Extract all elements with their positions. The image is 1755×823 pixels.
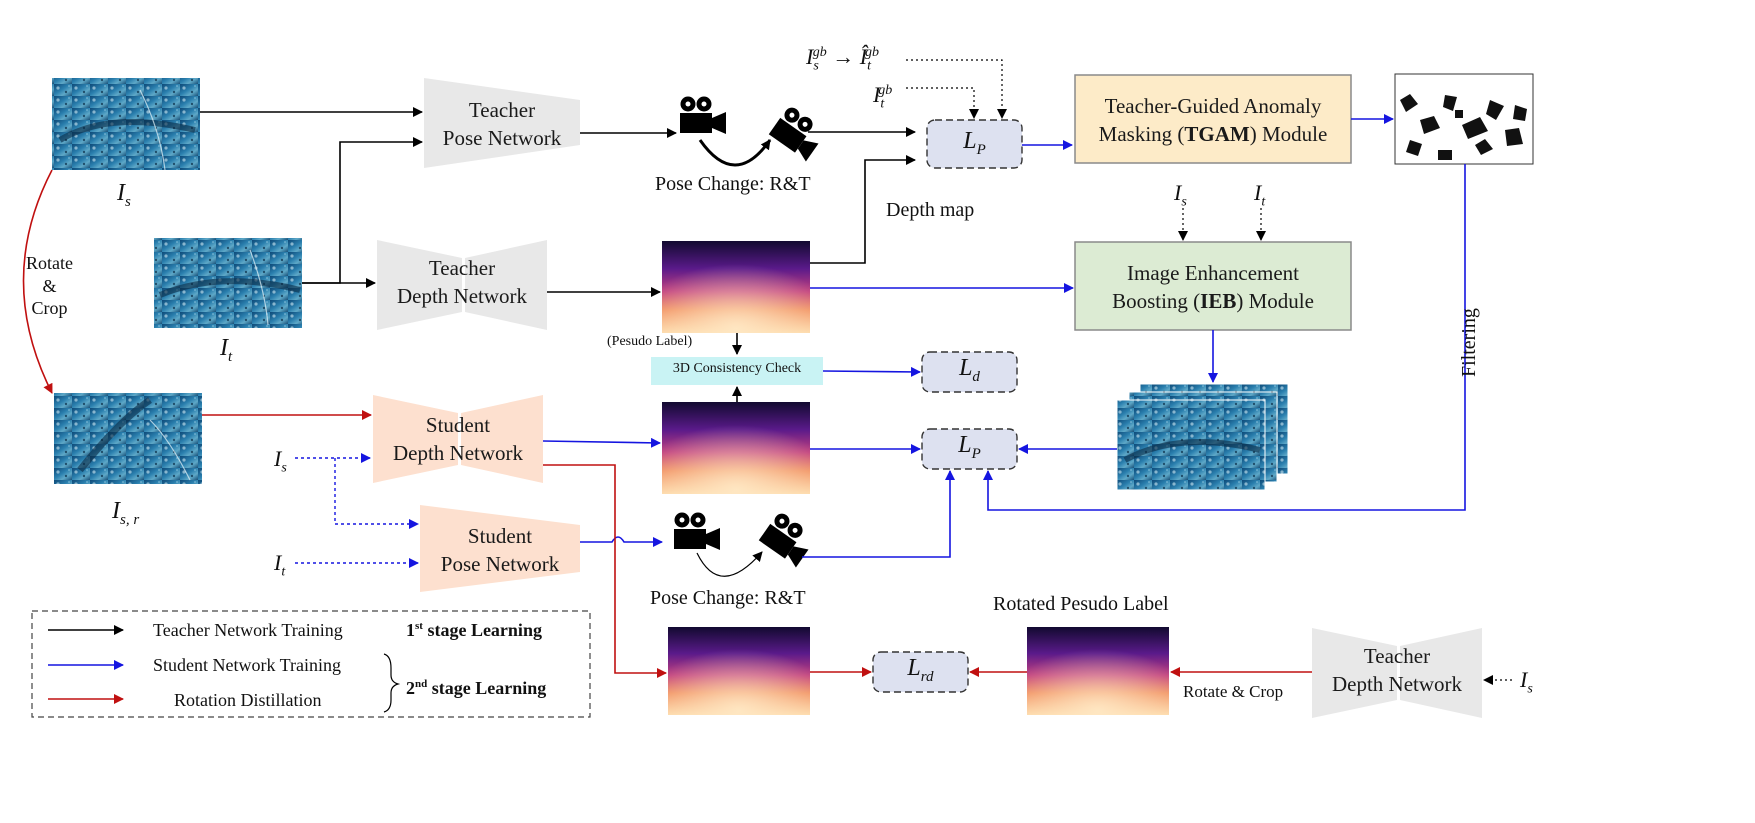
enhanced-image-stack	[1116, 383, 1289, 491]
rotated-pseudo-label: Rotated Pesudo Label	[993, 593, 1169, 615]
anomaly-mask-image	[1394, 73, 1534, 165]
filtering-label: Filtering	[1458, 308, 1480, 377]
rotate-crop-bottom-label: Rotate & Crop	[1183, 682, 1284, 701]
tgam-line2: Masking (TGAM) Module	[1098, 122, 1328, 147]
loss-d-box	[921, 351, 1018, 393]
source-image-label: Is	[117, 180, 131, 210]
rotate-crop-label: Rotate & Crop	[26, 253, 73, 318]
rotated-image-label: Is, r	[112, 498, 140, 528]
student-arrows	[542, 114, 1466, 558]
student-depth-network-shape	[373, 395, 543, 483]
ieb-line1: Image Enhancement	[1127, 261, 1299, 285]
teacher-depth-network-shape	[377, 240, 547, 330]
student-camera-rotated-icon	[758, 513, 809, 568]
teacher-pose-network-shape	[424, 78, 580, 168]
ieb-module-box	[1074, 241, 1352, 331]
gb-dotted-arrows	[906, 59, 1512, 685]
student-depth-map	[662, 402, 810, 494]
pose-change-arrow-bottom	[696, 551, 763, 577]
loss-rd-label: Lrd	[907, 655, 934, 685]
pose-change-bottom-label: Pose Change: R&T	[650, 587, 806, 609]
pseudo-label: (Pesudo Label)	[607, 334, 693, 349]
ieb-module-label: Image Enhancement Boosting (IEB) Module	[1075, 259, 1351, 316]
loss-top-box	[926, 119, 1023, 169]
target-image	[154, 238, 302, 328]
loss-top-label: LP	[963, 128, 986, 158]
loss-d-label: Ld	[959, 355, 980, 385]
student-depth-network-label: Student Depth Network	[392, 413, 524, 466]
teacher-depth-network-bottom-label: Teacher Depth Network	[1331, 644, 1463, 697]
teacher-pose-network-label: Teacher Pose Network	[442, 98, 562, 151]
student-pose-network-shape	[420, 505, 580, 592]
gb-source-label: Isgb → Îtgb	[806, 44, 879, 74]
teacher-arrows	[200, 107, 916, 402]
teacher-depth-map	[662, 241, 810, 333]
rotation-arrows	[22, 169, 1312, 678]
consistency-check-label: 3D Consistency Check	[672, 361, 802, 376]
tgam-module-label: Teacher-Guided Anomaly Masking (TGAM) Mo…	[1075, 92, 1351, 149]
target-image-label: It	[220, 335, 233, 365]
student-pose-network-label: Student Pose Network	[440, 524, 560, 577]
loss-mid-box	[921, 428, 1018, 470]
ieb-input-s-label: Is	[1174, 180, 1187, 210]
tgam-line1: Teacher-Guided Anomaly	[1104, 94, 1322, 118]
depth-map-label: Depth map	[886, 199, 975, 221]
ieb-line2: Boosting (IEB) Module	[1112, 289, 1314, 314]
legend-rotation-label: Rotation Distillation	[174, 690, 322, 710]
legend-brace	[383, 653, 401, 713]
student-dotted-arrows	[295, 453, 419, 568]
bottom-input-s-label: Is	[1520, 667, 1533, 697]
student-camera-icon	[674, 512, 720, 550]
ieb-input-t-label: It	[1254, 180, 1266, 210]
student-input-t-label: It	[274, 550, 286, 580]
legend-box	[31, 610, 591, 718]
tgam-module-box	[1074, 74, 1352, 164]
teacher-depth-network-bottom-shape	[1312, 628, 1482, 718]
pose-change-arrow-top	[698, 139, 772, 167]
legend-student-label: Student Network Training	[153, 655, 342, 675]
loss-mid-label: LP	[958, 432, 981, 462]
legend-stage1-label: 1st stage Learning	[406, 620, 542, 640]
consistency-check-box	[651, 357, 823, 385]
student-input-s-label: Is	[274, 446, 287, 476]
source-image	[52, 78, 200, 171]
legend-stage2-label: 2nd stage Learning	[406, 678, 547, 698]
camera-rotated-icon	[768, 107, 819, 162]
loss-rd-box	[872, 651, 969, 693]
pose-change-top-label: Pose Change: R&T	[655, 173, 811, 195]
gb-target-label: Itgb	[873, 82, 893, 112]
camera-icon	[680, 96, 726, 134]
rotated-image	[54, 393, 202, 484]
teacher-depth-network-label: Teacher Depth Network	[396, 256, 528, 309]
rotation-depth-map	[668, 627, 810, 715]
legend-teacher-label: Teacher Network Training	[153, 620, 343, 640]
rotated-pseudo-depth-map	[1027, 627, 1169, 715]
